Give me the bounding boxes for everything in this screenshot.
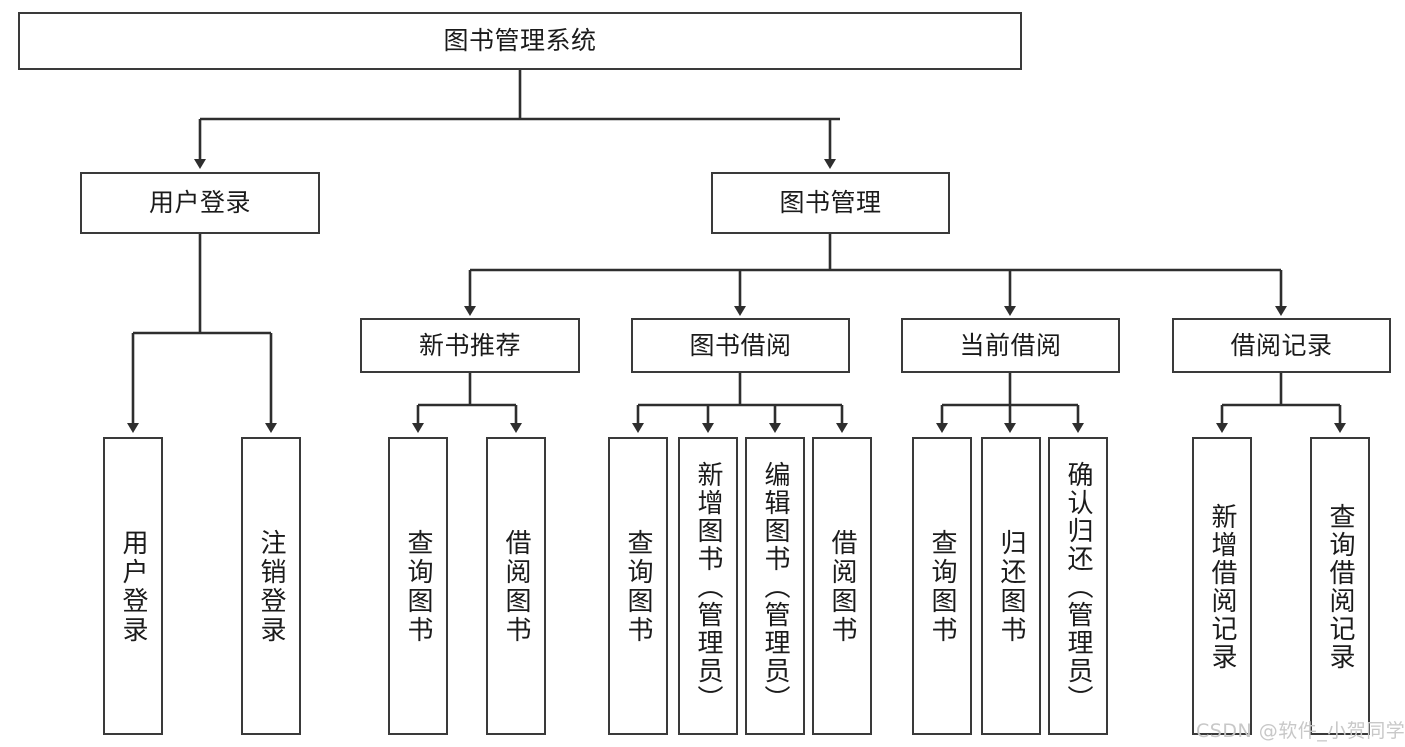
node-label: 新增图书（管理员） — [693, 461, 723, 713]
csdn-watermark: CSDN @软件_小贺同学 — [1196, 720, 1405, 742]
leaf-query-book-current[interactable]: 查询图书 — [912, 437, 972, 735]
node-borrow-record[interactable]: 借阅记录 — [1172, 318, 1391, 373]
node-label: 借阅记录 — [1230, 330, 1333, 360]
node-root-system[interactable]: 图书管理系统 — [18, 12, 1022, 70]
node-label: 新书推荐 — [418, 330, 521, 360]
leaf-user-login[interactable]: 用户登录 — [103, 437, 163, 735]
node-label: 编辑图书（管理员） — [760, 461, 790, 713]
node-label: 注销登录 — [256, 529, 286, 645]
leaf-query-borrow-record[interactable]: 查询借阅记录 — [1310, 437, 1370, 735]
leaf-borrow-book-recommend[interactable]: 借阅图书 — [486, 437, 546, 735]
leaf-add-borrow-record[interactable]: 新增借阅记录 — [1192, 437, 1252, 735]
leaf-query-book-borrow[interactable]: 查询图书 — [608, 437, 668, 735]
leaf-logout-login[interactable]: 注销登录 — [241, 437, 301, 735]
node-book-borrow[interactable]: 图书借阅 — [631, 318, 850, 373]
node-label: 当前借阅 — [959, 330, 1062, 360]
node-label: 查询图书 — [623, 529, 653, 645]
node-label: 借阅图书 — [827, 529, 857, 645]
node-new-book-recommend[interactable]: 新书推荐 — [360, 318, 580, 373]
node-label: 图书管理系统 — [443, 26, 597, 55]
leaf-return-book[interactable]: 归还图书 — [981, 437, 1041, 735]
node-label: 查询图书 — [927, 529, 957, 645]
node-label: 图书管理 — [779, 188, 882, 217]
node-label: 查询借阅记录 — [1325, 503, 1355, 671]
leaf-edit-book-admin[interactable]: 编辑图书（管理员） — [745, 437, 805, 735]
leaf-add-book-admin[interactable]: 新增图书（管理员） — [678, 437, 738, 735]
node-label: 借阅图书 — [501, 529, 531, 645]
node-label: 新增借阅记录 — [1207, 503, 1237, 671]
node-label: 用户登录 — [118, 529, 148, 645]
node-label: 确认归还（管理员） — [1063, 461, 1093, 713]
node-label: 图书借阅 — [689, 330, 792, 360]
node-book-management[interactable]: 图书管理 — [711, 172, 950, 234]
node-current-borrow[interactable]: 当前借阅 — [901, 318, 1120, 373]
node-label: 用户登录 — [148, 188, 251, 217]
node-user-login[interactable]: 用户登录 — [80, 172, 320, 234]
leaf-confirm-return-admin[interactable]: 确认归还（管理员） — [1048, 437, 1108, 735]
leaf-query-book-recommend[interactable]: 查询图书 — [388, 437, 448, 735]
node-label: 归还图书 — [996, 529, 1026, 645]
leaf-borrow-book[interactable]: 借阅图书 — [812, 437, 872, 735]
node-label: 查询图书 — [403, 529, 433, 645]
